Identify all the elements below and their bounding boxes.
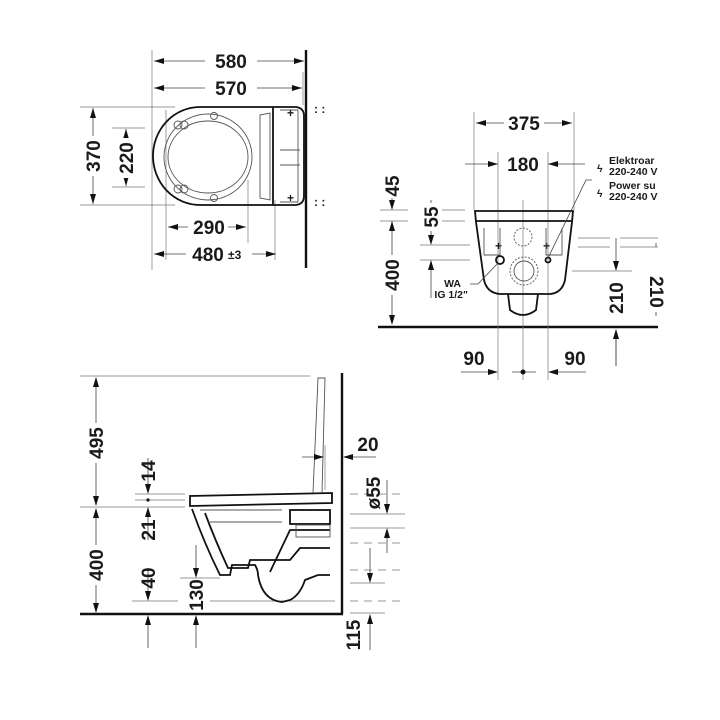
dim-bowl-width: 220 <box>117 142 138 174</box>
bowl-side-outline <box>191 508 330 603</box>
lid-side <box>312 377 326 494</box>
water-note-line2: IG 1/2" <box>434 289 468 301</box>
seat-opening <box>167 120 249 194</box>
dim-front-height: 400 <box>383 259 404 291</box>
dim-rim-height: 21 <box>139 519 160 541</box>
svg-text:+: + <box>543 239 550 253</box>
dim-opening-length: 290 <box>193 218 225 239</box>
dim-left-offset: 90 <box>463 349 484 370</box>
dim-outlet-height-cut: 210 <box>645 276 666 308</box>
dim-mount-tolerance: ±3 <box>228 248 242 262</box>
lightning-icon: ϟ <box>597 188 603 200</box>
toilet-top-outline <box>152 106 273 206</box>
svg-text:: :: : : <box>314 195 325 209</box>
dim-fixing-distance: 180 <box>507 155 539 176</box>
water-inlet <box>495 255 505 265</box>
dim-front-width: 375 <box>508 114 540 135</box>
svg-text:+: + <box>287 106 294 120</box>
svg-text:: :: : : <box>314 102 325 116</box>
electric-de-line1: Elektroar <box>609 155 655 167</box>
dim-inlet-height: 115 <box>344 619 365 650</box>
front-view: 375 180 45 400 55 + + <box>378 112 666 380</box>
svg-text:+: + <box>495 239 502 253</box>
dim-seat-offset: 45 <box>383 175 404 197</box>
dim-lid-height: 495 <box>87 427 108 459</box>
dim-overall-length: 580 <box>215 52 247 73</box>
dim-right-offset: 90 <box>564 349 585 370</box>
dim-mount-length: 480 <box>192 245 224 266</box>
dim-seat-length: 570 <box>215 79 247 100</box>
seat-side <box>189 492 333 507</box>
dim-bolt-offset: 55 <box>422 206 443 228</box>
dim-outlet-height: 210 <box>607 282 628 314</box>
svg-text:+: + <box>287 191 294 205</box>
electric-en-line2: 220-240 V <box>609 191 657 203</box>
bowl-front-outline <box>474 210 574 295</box>
lightning-icon: ϟ <box>597 163 603 175</box>
dim-outlet-height: 130 <box>187 579 208 611</box>
electric-en-line1: Power su <box>609 180 656 192</box>
dim-wall-gap: 20 <box>357 435 378 456</box>
top-view: 580 570 370 220 + <box>80 50 325 270</box>
dim-seat-thickness: 14 <box>139 460 160 482</box>
dim-width: 370 <box>84 140 105 172</box>
outlet-front <box>507 293 539 316</box>
dim-bowl-height: 400 <box>87 549 108 581</box>
dim-outlet-diameter: ø55 <box>364 476 385 509</box>
electric-de-line2: 220-240 V <box>609 166 657 178</box>
side-view: 495 400 14 21 40 130 <box>80 373 405 650</box>
water-note-line1: WA <box>444 278 461 290</box>
dim-floor-gap: 40 <box>139 567 160 588</box>
